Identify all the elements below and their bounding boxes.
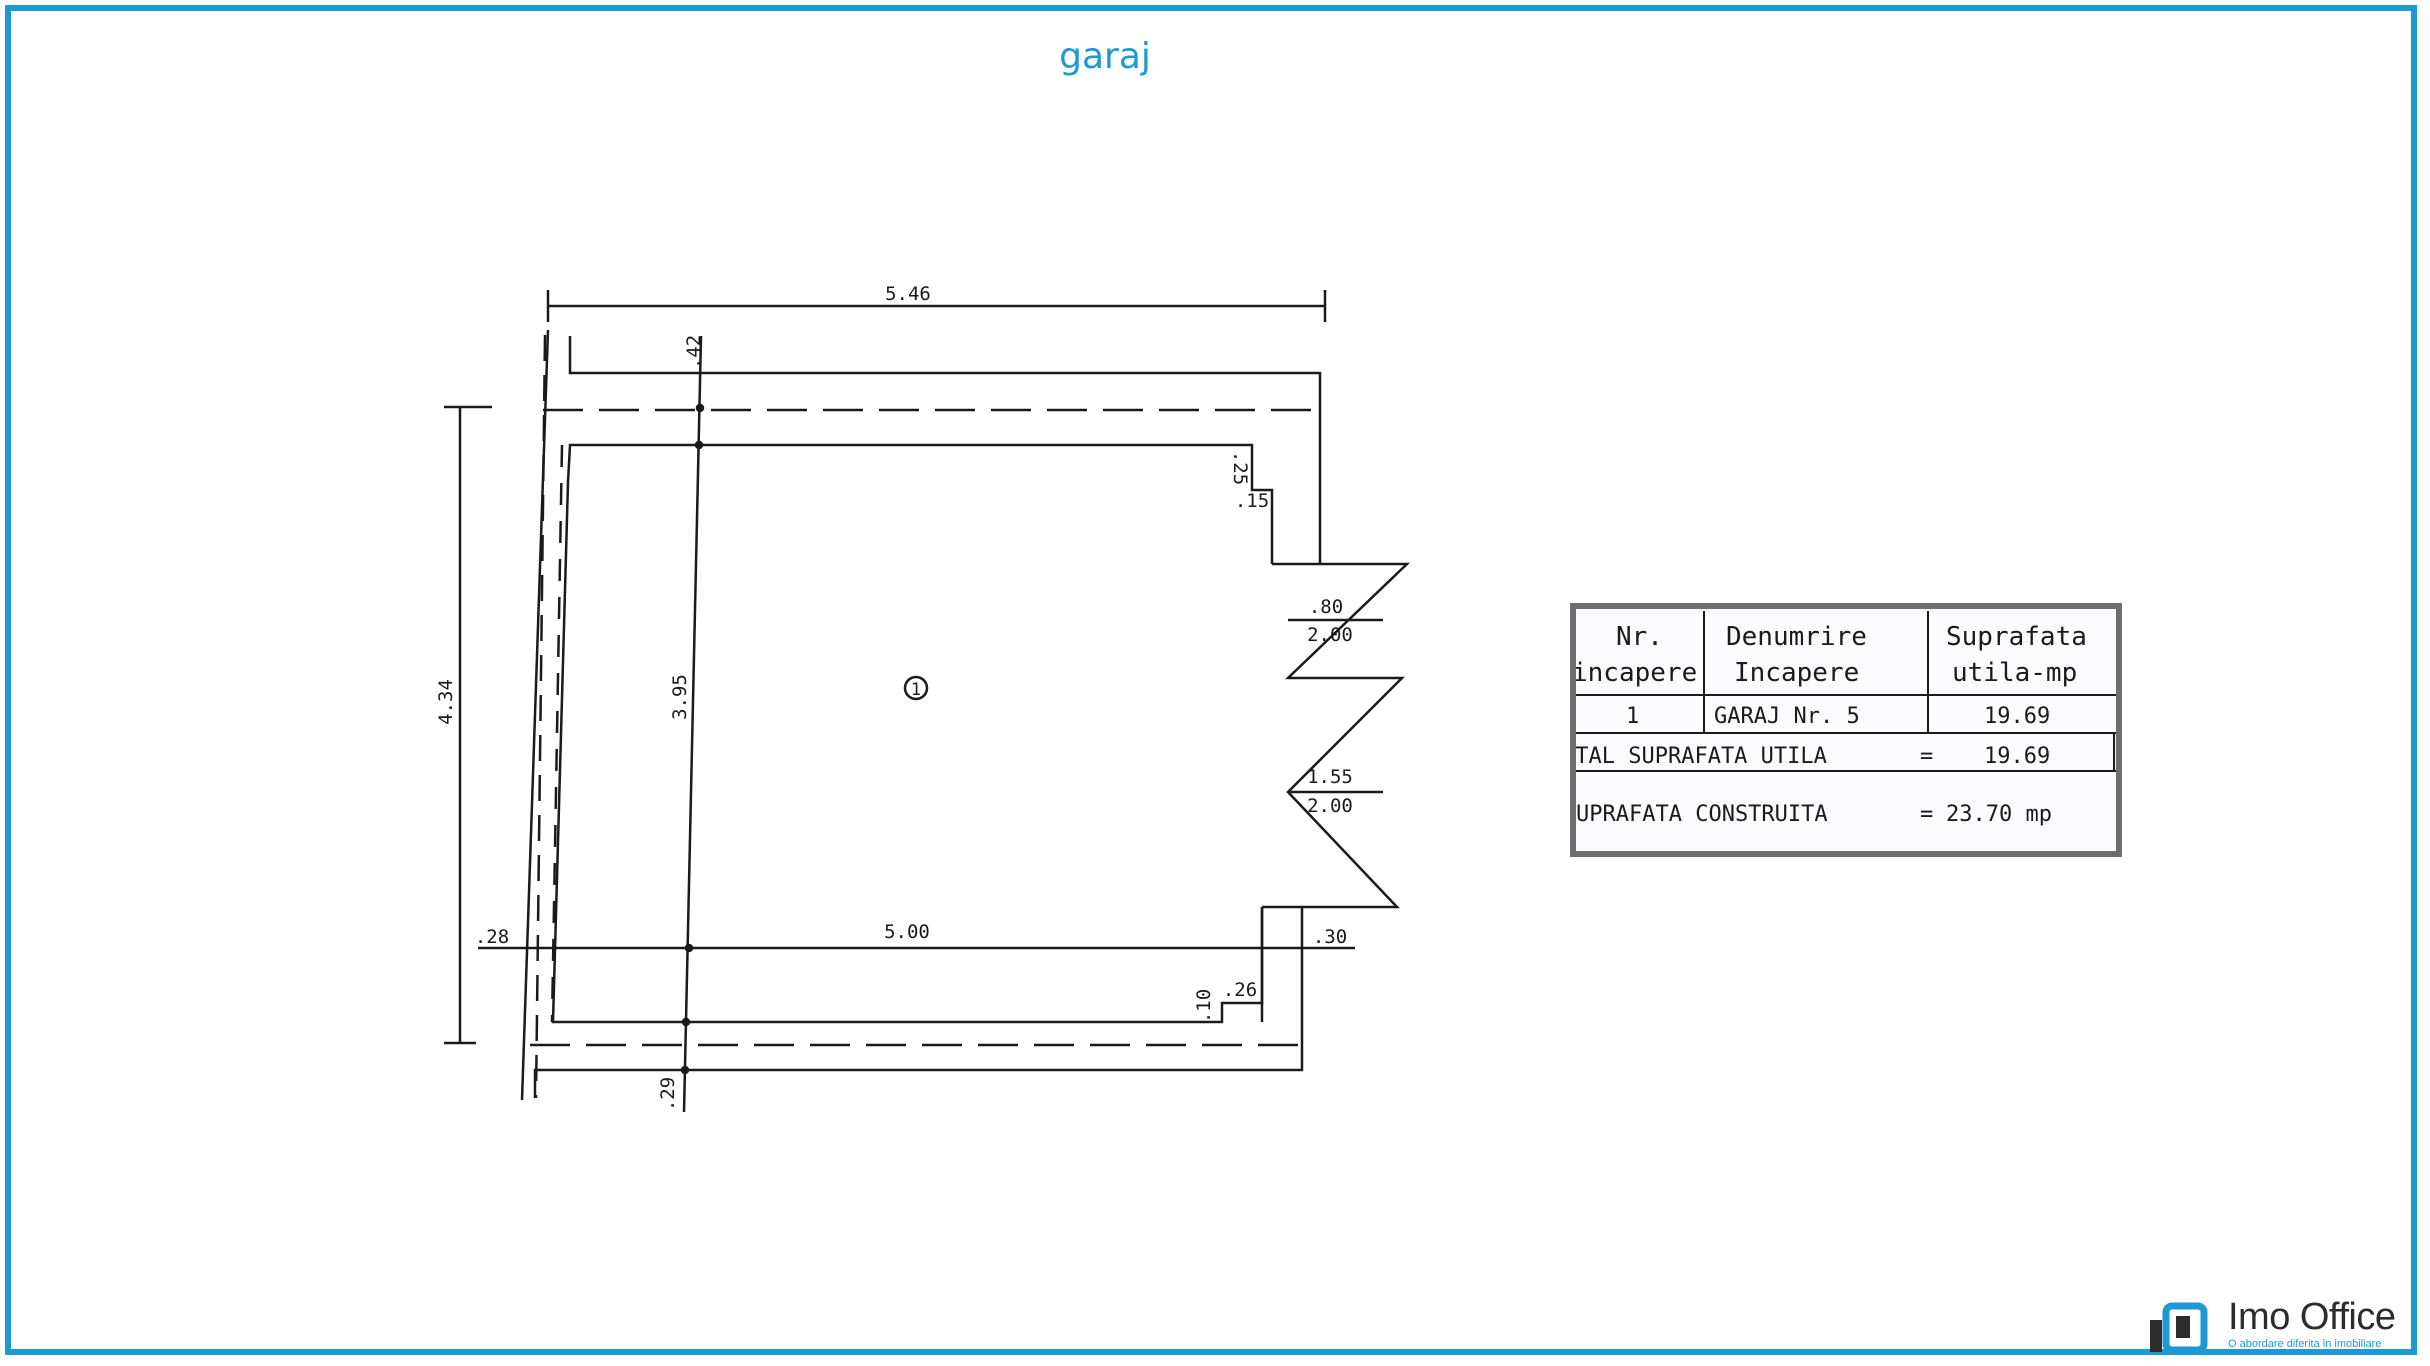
room-number: 1 <box>911 680 921 700</box>
dim-right-wall: .30 <box>1313 926 1347 948</box>
header-nr: Nr. <box>1616 622 1663 652</box>
dim-node <box>681 1017 691 1027</box>
dim-left-wall: .28 <box>475 926 509 948</box>
dim-step-top-b: .15 <box>1235 490 1269 512</box>
room-marker-circle <box>903 675 929 701</box>
total-useful-label: OTAL SUPRAFATA UTILA <box>1576 744 1827 769</box>
page-title: garaj <box>1059 36 1151 77</box>
dim-opening-1-sill: .80 <box>1309 596 1343 618</box>
wall-dashed-left <box>534 334 547 1099</box>
imo-office-logo-icon <box>2150 1302 2208 1354</box>
dim-opening-1-height: 2.00 <box>1307 624 1353 646</box>
dim-opening-2-height: 2.00 <box>1307 795 1353 817</box>
dim-overall-width: 5.46 <box>885 283 931 305</box>
built-area-label: UPRAFATA CONSTRUITA <box>1576 802 1828 827</box>
header-name-2: Incapere <box>1734 658 1859 688</box>
dim-bottom-wall: .29 <box>657 1077 679 1111</box>
wall-outer-top <box>568 336 1322 564</box>
dim-overall-height: 4.34 <box>435 679 457 725</box>
dim-node <box>684 943 694 953</box>
header-nr-2: incapere <box>1576 658 1697 688</box>
logo-tagline: O abordare diferita in imobiliare <box>2228 1338 2382 1350</box>
room-area-table: Nr. incapere Denumrire Incapere Suprafat… <box>1570 603 2122 857</box>
wall-outer-left <box>520 329 550 1101</box>
wall-outer-bottom <box>533 908 1304 1098</box>
header-area: Suprafata <box>1946 622 2087 652</box>
dim-opening-2-sill: 1.55 <box>1307 766 1353 788</box>
room-outline <box>551 443 1274 1024</box>
dim-node <box>695 403 705 413</box>
row-nr: 1 <box>1626 704 1639 729</box>
wall-dashed-left-inner <box>550 444 564 1023</box>
dim-step-top-a: .25 <box>1229 451 1251 485</box>
dim-step-bottom-b: .26 <box>1223 979 1257 1001</box>
total-useful-eq: = <box>1920 744 1933 769</box>
dim-inner-width: 5.00 <box>884 921 930 943</box>
built-area-eq: = <box>1920 802 1933 827</box>
dim-top-wall: .42 <box>683 335 705 369</box>
dim-line-inner-height <box>682 335 703 1113</box>
dim-inner-height: 3.95 <box>669 674 691 720</box>
header-name: Denumrire <box>1726 622 1867 652</box>
dim-node <box>694 440 704 450</box>
company-logo: Imo Office O abordare diferita in imobil… <box>2148 1296 2418 1356</box>
page-frame <box>5 5 2417 1355</box>
dim-node <box>680 1065 690 1075</box>
dim-step-bottom-a: .10 <box>1193 989 1215 1023</box>
header-area-2: utila-mp <box>1952 658 2077 688</box>
logo-name: Imo Office <box>2228 1296 2396 1338</box>
row-area: 19.69 <box>1984 704 2050 729</box>
opening-zigzag <box>1262 562 1411 909</box>
built-area-value: 23.70 mp <box>1946 802 2052 827</box>
row-name: GARAJ Nr. 5 <box>1714 704 1860 729</box>
total-useful-value: 19.69 <box>1984 744 2050 769</box>
